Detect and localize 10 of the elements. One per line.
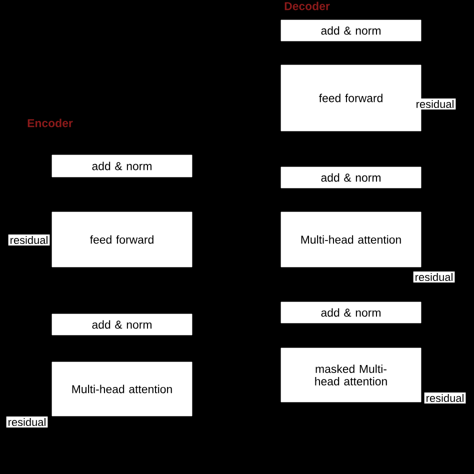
process-box: add & norm	[280, 302, 422, 324]
process-box: add & norm	[280, 20, 422, 42]
process-box: add & norm	[52, 314, 192, 336]
process-box: masked Multi-head attention	[280, 348, 422, 402]
section-title: Encoder	[28, 118, 73, 128]
process-box: add & norm	[280, 166, 422, 188]
process-box: feed forward	[52, 212, 192, 268]
process-box: Multi-head attention	[280, 212, 422, 268]
process-box: Multi-head attention	[52, 362, 192, 416]
process-box: add & norm	[52, 154, 192, 178]
